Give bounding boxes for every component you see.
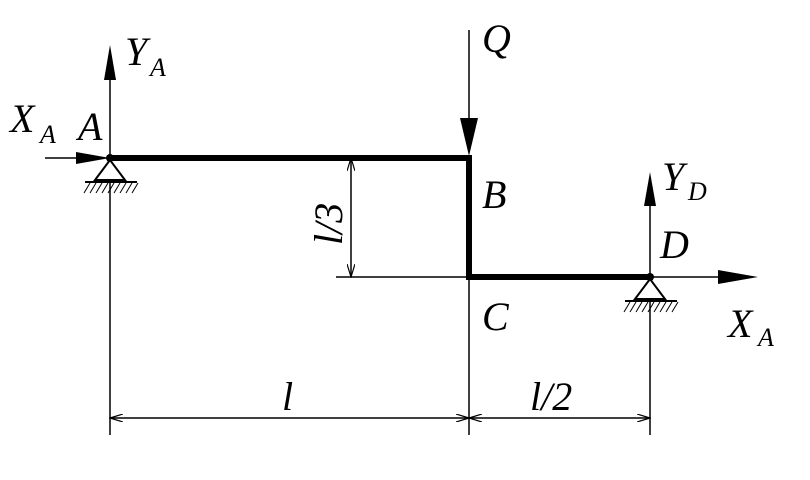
point-b-label: B: [482, 172, 506, 217]
reaction-ya-arrow: [104, 45, 116, 158]
dimension-l-half-label: l/2: [530, 374, 572, 419]
force-q-arrow: [460, 30, 478, 156]
support-d: [623, 273, 679, 313]
reaction-yd-subscript: D: [687, 177, 707, 206]
dimension-l-label: l: [282, 374, 293, 419]
reaction-xa-right-label: X: [726, 301, 754, 346]
reaction-xa-right-subscript: A: [756, 323, 774, 352]
reaction-xa-left-subscript: A: [38, 120, 56, 149]
reaction-xa-left-label: X: [8, 96, 36, 141]
point-c-label: C: [482, 294, 510, 339]
point-d-label: D: [659, 222, 689, 267]
reaction-ya-label: Y: [125, 29, 151, 74]
reaction-xa-right-arrow: [650, 270, 758, 284]
reaction-yd-label: Y: [662, 154, 688, 199]
reaction-yd-arrow: [644, 172, 656, 277]
reaction-xa-left-arrow: [45, 152, 110, 164]
reaction-ya-subscript: A: [148, 53, 166, 82]
dimension-l-third-label: l/3: [306, 203, 351, 245]
point-a-label: A: [75, 104, 103, 149]
force-q-label: Q: [482, 16, 511, 61]
